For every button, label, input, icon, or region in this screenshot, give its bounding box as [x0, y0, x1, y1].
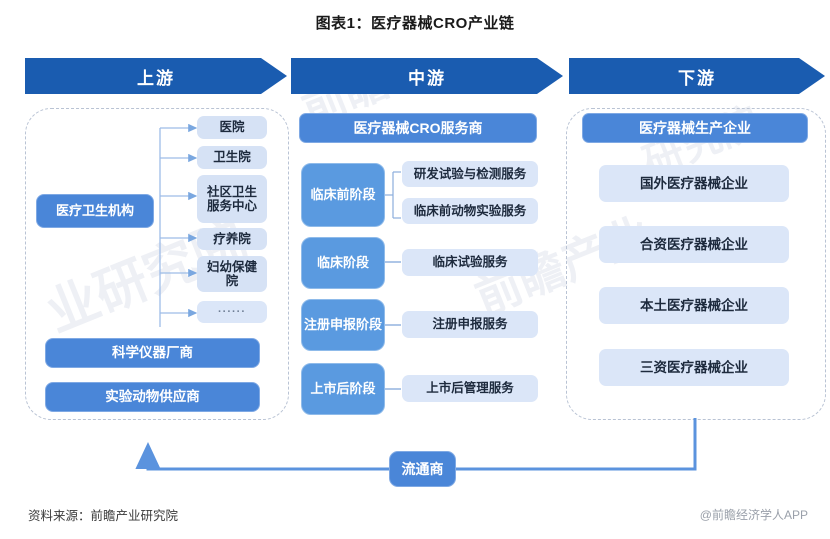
- downstream-item-joint-venture[interactable]: 合资医疗器械企业: [599, 226, 789, 263]
- upstream-branch-hospital[interactable]: 医院: [197, 116, 267, 139]
- upstream-branch-sanatorium[interactable]: 疗养院: [197, 228, 267, 250]
- downstream-item-foreign[interactable]: 国外医疗器械企业: [599, 165, 789, 202]
- midstream-service-rd-testing[interactable]: 研发试验与检测服务: [402, 161, 538, 187]
- upstream-instrument-vendor-box[interactable]: 科学仪器厂商: [45, 338, 260, 368]
- midstream-stage-post-market[interactable]: 上市后阶段: [301, 363, 385, 415]
- banner-downstream: 下游: [569, 58, 825, 94]
- banner-upstream: 上游: [25, 58, 287, 94]
- zone-upstream: [25, 108, 289, 420]
- midstream-stage-preclinical[interactable]: 临床前阶段: [301, 163, 385, 227]
- midstream-stage-registration[interactable]: 注册申报阶段: [301, 299, 385, 351]
- midstream-header-box[interactable]: 医疗器械CRO服务商: [299, 113, 537, 143]
- upstream-branch-maternal-child[interactable]: 妇幼保健院: [197, 256, 267, 292]
- downstream-item-three-funded[interactable]: 三资医疗器械企业: [599, 349, 789, 386]
- upstream-branch-more[interactable]: ······: [197, 301, 267, 323]
- upstream-root-box[interactable]: 医疗卫生机构: [36, 194, 154, 228]
- upstream-lab-animal-supplier-box[interactable]: 实验动物供应商: [45, 382, 260, 412]
- midstream-service-registration[interactable]: 注册申报服务: [402, 311, 538, 338]
- midstream-service-preclinical-animal[interactable]: 临床前动物实验服务: [402, 198, 538, 224]
- page-title: 图表1：医疗器械CRO产业链: [315, 15, 515, 32]
- upstream-branch-community-health[interactable]: 社区卫生服务中心: [197, 175, 267, 223]
- upstream-branch-health-center[interactable]: 卫生院: [197, 146, 267, 169]
- downstream-item-domestic[interactable]: 本土医疗器械企业: [599, 287, 789, 324]
- midstream-stage-clinical[interactable]: 临床阶段: [301, 237, 385, 289]
- app-watermark: @前瞻经济学人APP: [699, 508, 808, 522]
- midstream-service-post-market[interactable]: 上市后管理服务: [402, 375, 538, 402]
- midstream-service-clinical-trial[interactable]: 临床试验服务: [402, 249, 538, 276]
- source-note: 资料来源：前瞻产业研究院: [28, 509, 179, 523]
- distributor-box[interactable]: 流通商: [389, 451, 456, 487]
- downstream-header-box[interactable]: 医疗器械生产企业: [582, 113, 808, 143]
- banner-midstream: 中游: [291, 58, 563, 94]
